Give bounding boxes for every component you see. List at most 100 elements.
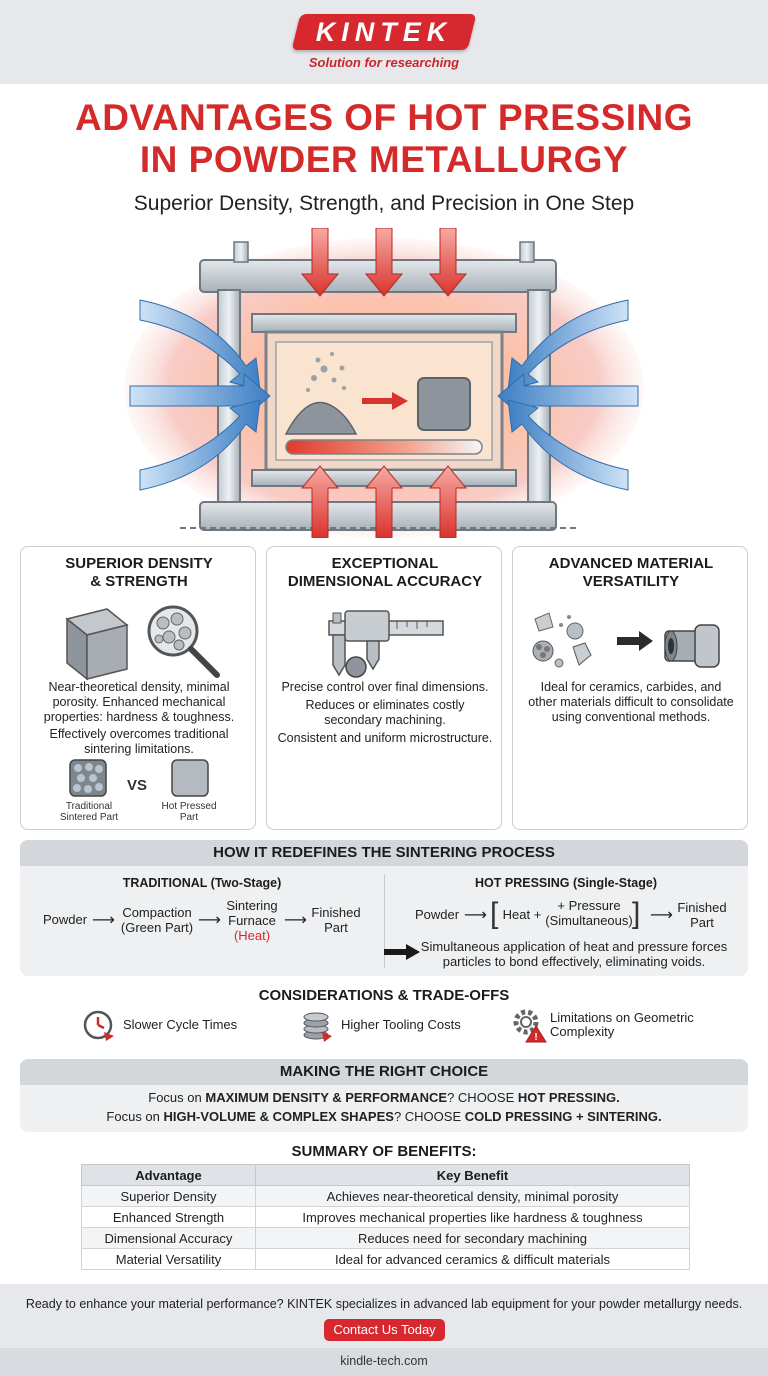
table-cell: Material Versatility bbox=[81, 1248, 256, 1270]
bottom-bar bbox=[0, 1348, 768, 1376]
card-text-line: sintering limitations. bbox=[84, 742, 194, 756]
table-cell: Dimensional Accuracy bbox=[81, 1227, 256, 1249]
card-text-line: Precise control over final dimensions. bbox=[281, 680, 489, 694]
clock-icon bbox=[83, 1010, 114, 1041]
caliper-icon bbox=[328, 610, 444, 678]
card-text-line: secondary machining. bbox=[324, 713, 446, 727]
flow-heat: Heat + bbox=[502, 907, 542, 922]
card-title: SUPERIOR DENSITY & STRENGTH bbox=[27, 555, 251, 591]
choice-emphasis: COLD PRESSING + SINTERING. bbox=[464, 1109, 662, 1124]
svg-text:!: ! bbox=[534, 1032, 537, 1043]
label-line: Sintered Part bbox=[59, 812, 119, 823]
choice-emphasis: HIGH-VOLUME & COMPLEX SHAPES bbox=[163, 1109, 394, 1124]
brand-name: KINTEK bbox=[315, 17, 453, 47]
label-line: Complexity bbox=[550, 1024, 615, 1039]
divider bbox=[384, 874, 385, 968]
table-header-row: Advantage Key Benefit bbox=[81, 1164, 690, 1186]
flow-line: Part bbox=[324, 920, 348, 935]
card-title-line: & STRENGTH bbox=[90, 573, 188, 590]
bracket-right-icon: ] bbox=[632, 897, 641, 930]
table-cell: Improves mechanical properties like hard… bbox=[255, 1206, 690, 1228]
column-header: Advantage bbox=[81, 1164, 256, 1186]
card-text-line: Near-theoretical density, minimal bbox=[48, 680, 230, 694]
consideration-label: Slower Cycle Times bbox=[123, 1018, 237, 1032]
label-line: Higher Tooling Costs bbox=[341, 1017, 461, 1032]
table-cell: Ideal for advanced ceramics & difficult … bbox=[255, 1248, 690, 1270]
table-cell: Enhanced Strength bbox=[81, 1206, 256, 1228]
traditional-part-label: Traditional Sintered Part bbox=[49, 801, 129, 823]
choice-text: Focus on bbox=[148, 1090, 206, 1105]
flow-line: + Pressure bbox=[557, 898, 621, 913]
flow-powder: Powder bbox=[42, 912, 88, 927]
card-text-line: Reduces or eliminates costly bbox=[305, 698, 465, 712]
site-link[interactable]: kindle-tech.com bbox=[340, 1354, 428, 1368]
dense-part-icon bbox=[171, 759, 209, 797]
note-line: particles to bond effectively, eliminati… bbox=[442, 954, 706, 969]
flow-arrow-icon: ⟶ bbox=[92, 912, 115, 929]
choice-text: ? CHOOSE bbox=[393, 1109, 465, 1124]
card-density-strength: SUPERIOR DENSITY & STRENGTH Near-theoret… bbox=[20, 546, 256, 830]
choice-line-1: Focus on MAXIMUM DENSITY & PERFORMANCE? … bbox=[20, 1090, 748, 1105]
card-text-line: Ideal for ceramics, carbides, and bbox=[540, 680, 722, 694]
table-row: Dimensional Accuracy Reduces need for se… bbox=[81, 1227, 690, 1249]
note-line: Simultaneous application of heat and pre… bbox=[420, 939, 728, 954]
card-text-line: other materials difficult to consolidate bbox=[528, 695, 734, 709]
gear-warning-icon: ! bbox=[513, 1009, 547, 1043]
flow-line: Finished bbox=[677, 900, 727, 915]
flow-line: (Heat) bbox=[233, 928, 271, 943]
process-section: HOW IT REDEFINES THE SINTERING PROCESS T… bbox=[20, 840, 748, 976]
title-line-2: IN POWDER METALLURGY bbox=[139, 139, 629, 180]
table-cell: Superior Density bbox=[81, 1185, 256, 1207]
page-title: ADVANTAGES OF HOT PRESSING IN POWDER MET… bbox=[20, 97, 748, 181]
footer-text: Ready to enhance your material performan… bbox=[25, 1297, 743, 1311]
brand-tagline: Solution for researching bbox=[308, 55, 460, 70]
table-row: Material Versatility Ideal for advanced … bbox=[81, 1248, 690, 1270]
hot-pressing-heading: HOT PRESSING (Single-Stage) bbox=[475, 876, 657, 890]
traditional-heading: TRADITIONAL (Two-Stage) bbox=[122, 876, 282, 890]
contact-button[interactable]: Contact Us Today bbox=[324, 1319, 445, 1341]
hot-pressing-note: Simultaneous application of heat and pre… bbox=[418, 939, 730, 969]
section-heading: MAKING THE RIGHT CHOICE bbox=[20, 1059, 748, 1085]
choice-section: MAKING THE RIGHT CHOICE Focus on MAXIMUM… bbox=[20, 1059, 748, 1132]
card-text: Ideal for ceramics, carbides, and other … bbox=[523, 680, 739, 725]
label-line: Hot Pressed bbox=[161, 801, 217, 812]
cube-magnifier-icon bbox=[65, 605, 220, 681]
card-title-line: ADVANCED MATERIAL bbox=[548, 555, 714, 572]
section-heading: HOW IT REDEFINES THE SINTERING PROCESS bbox=[20, 840, 748, 866]
label-line: Part bbox=[179, 812, 199, 823]
flow-compaction: Compaction (Green Part) bbox=[118, 905, 196, 935]
flow-furnace: Sintering Furnace (Heat) bbox=[222, 898, 282, 943]
hot-pressed-part-label: Hot Pressed Part bbox=[149, 801, 229, 823]
column-header: Key Benefit bbox=[255, 1164, 690, 1186]
card-title: EXCEPTIONAL DIMENSIONAL ACCURACY bbox=[273, 555, 497, 591]
flow-line: Compaction bbox=[122, 905, 192, 920]
summary-heading: SUMMARY OF BENEFITS: bbox=[291, 1143, 477, 1160]
flow-powder: Powder bbox=[414, 907, 460, 922]
flow-line: (Simultaneous) bbox=[545, 913, 633, 928]
materials-to-part-icon bbox=[532, 612, 720, 668]
card-title-line: EXCEPTIONAL bbox=[331, 555, 439, 572]
porous-part-icon bbox=[69, 759, 107, 797]
flow-arrow-icon: ⟶ bbox=[464, 907, 487, 924]
table-row: Enhanced Strength Improves mechanical pr… bbox=[81, 1206, 690, 1228]
consideration-label: Limitations on Geometric Complexity bbox=[550, 1011, 694, 1039]
card-title-line: DIMENSIONAL ACCURACY bbox=[287, 573, 483, 590]
vs-label: VS bbox=[127, 777, 148, 794]
label-line: Limitations on Geometric bbox=[550, 1010, 694, 1025]
table-cell: Reduces need for secondary machining bbox=[255, 1227, 690, 1249]
flow-finished: Finished Part bbox=[306, 905, 366, 935]
choice-text: Focus on bbox=[106, 1109, 164, 1124]
card-text-line: Effectively overcomes traditional bbox=[49, 727, 229, 741]
summary-table: Advantage Key Benefit Superior Density A… bbox=[81, 1164, 690, 1270]
flow-finished: Finished Part bbox=[672, 900, 732, 930]
choice-emphasis: MAXIMUM DENSITY & PERFORMANCE bbox=[205, 1090, 448, 1105]
black-arrow-icon bbox=[384, 944, 420, 960]
considerations-heading: CONSIDERATIONS & TRADE-OFFS bbox=[258, 987, 510, 1004]
page-subtitle: Superior Density, Strength, and Precisio… bbox=[133, 192, 635, 215]
flow-line: Finished bbox=[311, 905, 361, 920]
card-material-versatility: ADVANCED MATERIAL VERSATILITY Ideal for … bbox=[512, 546, 748, 830]
label-line: Traditional bbox=[65, 801, 113, 812]
title-line-1: ADVANTAGES OF HOT PRESSING bbox=[74, 97, 694, 138]
flow-arrow-icon: ⟶ bbox=[650, 907, 673, 924]
card-text-line: porosity. Enhanced mechanical bbox=[52, 695, 226, 709]
